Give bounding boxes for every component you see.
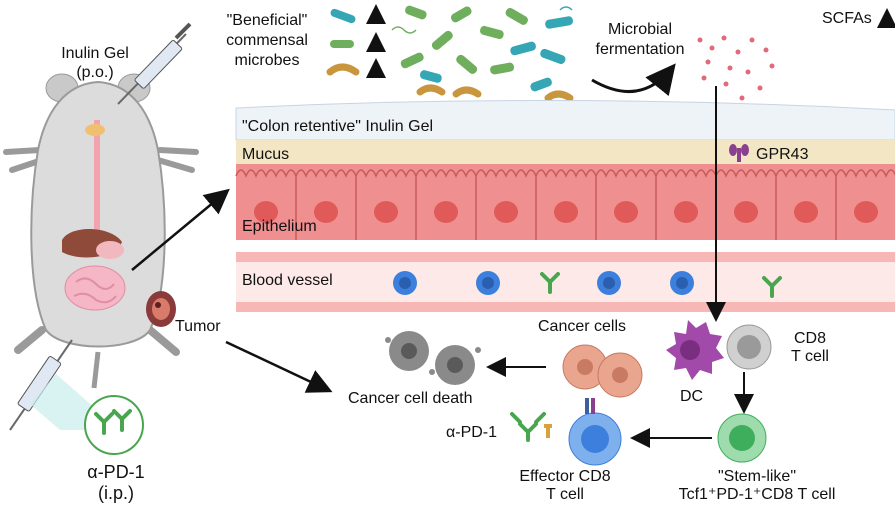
dc-label: DC — [680, 388, 704, 405]
cd8-t-cell-icon — [726, 324, 772, 370]
scfas-label: SCFAs — [822, 10, 872, 27]
gpr43-label: GPR43 — [756, 146, 809, 163]
scfa-particles — [697, 35, 775, 143]
blood-vessel-label: Blood vessel — [242, 272, 333, 289]
oral-syringe-icon — [117, 22, 192, 105]
increase-arrows — [366, 4, 895, 78]
gpr43-receptor-icon — [729, 144, 749, 162]
fermentation-arrow — [591, 63, 676, 97]
cancer-cells-icon — [562, 344, 643, 398]
antibody-inset-icon — [84, 395, 144, 455]
inulin-gel-label: Inulin Gel(p.o.) — [61, 45, 129, 81]
effector-t-cell-icon — [544, 398, 622, 466]
tumor-to-death-arrow — [225, 340, 333, 393]
tumor-illustration — [146, 291, 176, 327]
dendritic-cell-icon — [666, 320, 724, 380]
stem-like-label: "Stem-like"Tcf1⁺PD-1⁺CD8 T cell — [678, 468, 836, 503]
gut-to-colon-arrow — [131, 188, 230, 271]
tumor-label: Tumor — [175, 318, 221, 335]
anti-pd1-ip-label: α-PD-1(i.p.) — [87, 462, 145, 503]
cancer-cell-death-label: Cancer cell death — [348, 390, 473, 407]
epithelium-label: Epithelium — [242, 218, 317, 235]
colon-retentive-gel-label: "Colon retentive" Inulin Gel — [242, 118, 434, 135]
colon-layers — [235, 99, 895, 312]
stem-like-t-cell-icon — [717, 413, 767, 463]
anti-pd1-label: α-PD-1 — [446, 424, 498, 441]
microbes-group — [326, 5, 574, 102]
mouse-illustration — [3, 73, 199, 389]
mucus-label: Mucus — [242, 146, 290, 163]
anti-pd1-antibody-icon — [510, 412, 546, 442]
cancer-cells-label: Cancer cells — [538, 318, 627, 335]
dead-cancer-cells-icon — [385, 331, 481, 385]
